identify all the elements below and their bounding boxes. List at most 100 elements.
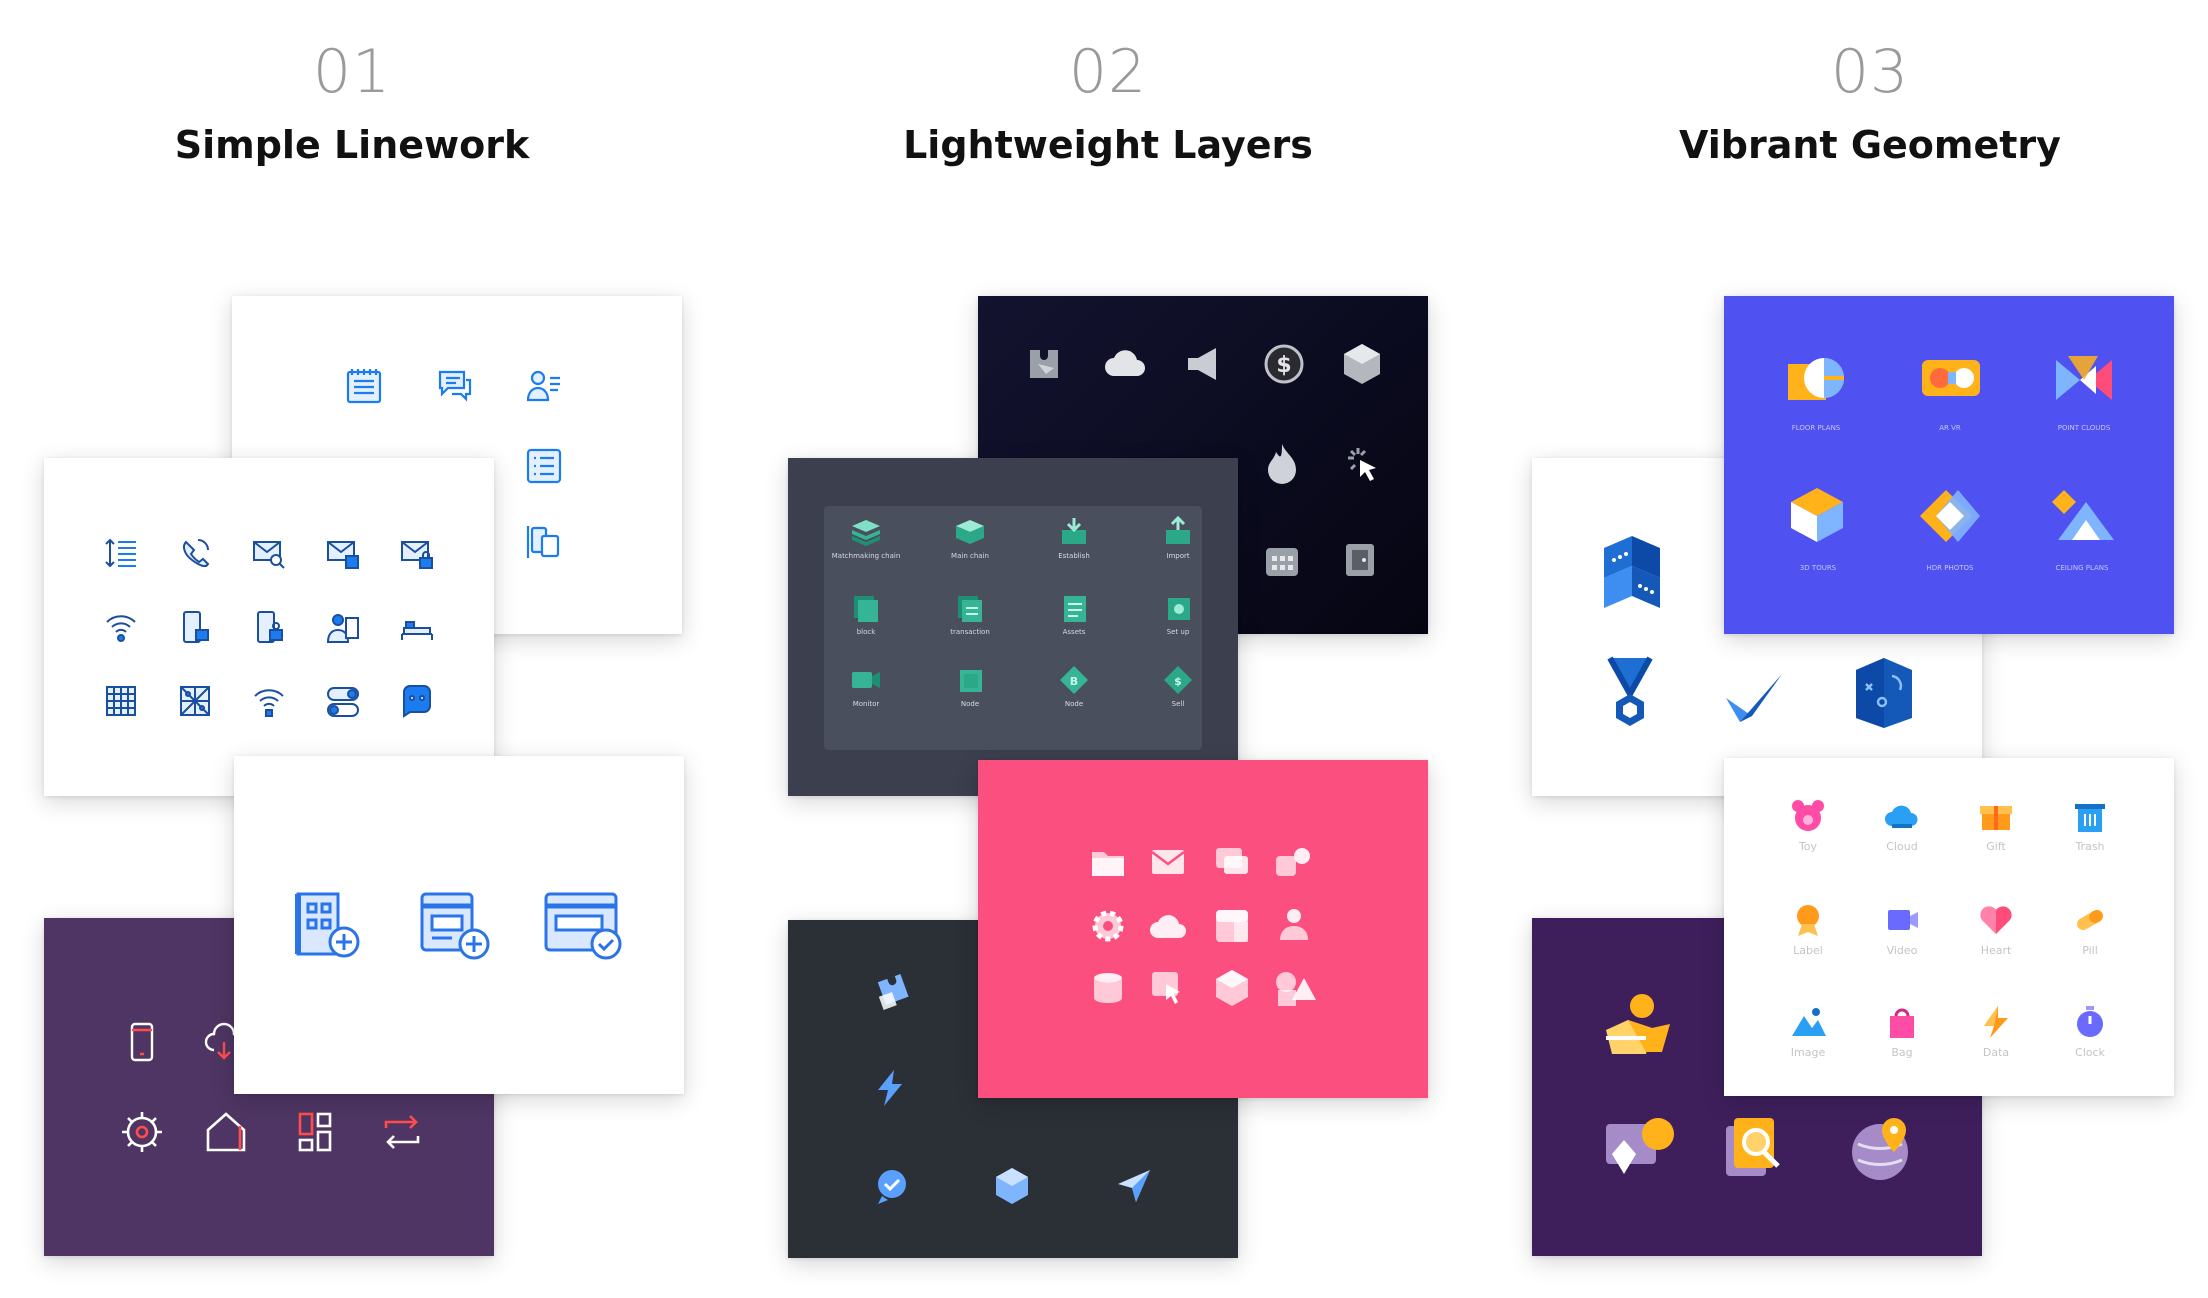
mail-icon bbox=[1150, 846, 1186, 878]
shapes-icon bbox=[1274, 844, 1314, 884]
column-number: 02 bbox=[1068, 37, 1148, 107]
hdr-photos-icon bbox=[1918, 484, 1982, 546]
photo-gem-icon bbox=[1602, 1114, 1678, 1184]
geometry-label: 3D TOURS bbox=[1799, 564, 1837, 572]
clock-icon bbox=[2072, 1004, 2108, 1040]
geometry-label: Bag bbox=[1891, 1046, 1913, 1059]
transaction-icon bbox=[954, 592, 986, 624]
layers-icon bbox=[850, 516, 882, 548]
phone-call-icon bbox=[178, 536, 212, 570]
block-icon bbox=[850, 592, 882, 624]
database-icon bbox=[1090, 970, 1126, 1006]
browser-check-icon bbox=[542, 890, 626, 962]
user-icon bbox=[1276, 906, 1312, 942]
mail-lock-icon bbox=[400, 536, 434, 570]
document-search-icon bbox=[1722, 1114, 1794, 1184]
point-clouds-icon bbox=[2052, 352, 2116, 408]
layers-label: Assets bbox=[1062, 628, 1086, 636]
label-icon bbox=[1790, 902, 1826, 938]
gear-icon bbox=[1090, 908, 1126, 944]
assets-icon bbox=[1058, 592, 1090, 624]
pill-icon bbox=[2072, 902, 2108, 938]
geometry-label: Image bbox=[1790, 1046, 1826, 1059]
home-icon bbox=[204, 1110, 248, 1154]
geometry-label: Cloud bbox=[1886, 840, 1918, 853]
phone-key-icon bbox=[252, 610, 286, 644]
layers-label: transaction bbox=[950, 628, 990, 636]
puzzle-icon bbox=[1024, 344, 1064, 384]
geometry-label: AR VR bbox=[1939, 424, 1961, 432]
line-height-icon bbox=[104, 536, 138, 570]
column-number: 01 bbox=[312, 37, 392, 107]
video-icon bbox=[1884, 902, 1920, 938]
repeat-icon bbox=[380, 1110, 424, 1154]
megaphone-icon bbox=[1184, 344, 1224, 384]
box-icon bbox=[1214, 968, 1250, 1008]
toy-icon bbox=[1790, 798, 1826, 834]
layers-label: Monitor bbox=[852, 700, 880, 708]
geometry-label: Video bbox=[1886, 944, 1918, 957]
cube-icon bbox=[1342, 342, 1382, 386]
user-list-icon bbox=[524, 366, 564, 406]
playbook-icon bbox=[1852, 654, 1916, 730]
node-icon bbox=[954, 664, 986, 696]
wifi-icon bbox=[104, 610, 138, 644]
geometry-label: Toy bbox=[1798, 840, 1818, 853]
shapes-triangle-icon bbox=[1274, 968, 1318, 1008]
svg-text:B: B bbox=[1070, 675, 1078, 688]
geometry-label: Heart bbox=[1980, 944, 2012, 957]
data-icon bbox=[1978, 1004, 2014, 1040]
sell-icon: $ bbox=[1162, 664, 1194, 696]
3d-tours-icon bbox=[1786, 484, 1848, 546]
layers-card-pink bbox=[978, 760, 1428, 1098]
gear-icon bbox=[120, 1110, 164, 1154]
loading-cursor-icon bbox=[1342, 444, 1382, 484]
geometry-card-indigo: FLOOR PLANS AR VR POINT CLOUDS 3D TOURS … bbox=[1724, 296, 2174, 634]
document-add-icon bbox=[418, 890, 494, 962]
stack-icon bbox=[954, 516, 986, 548]
layout-icon bbox=[1214, 908, 1250, 944]
cloud-icon bbox=[1104, 344, 1148, 384]
pattern-icon bbox=[178, 684, 212, 718]
settings-box-icon bbox=[1162, 592, 1194, 624]
list-icon bbox=[524, 446, 564, 486]
geometry-label: Label bbox=[1793, 944, 1823, 957]
geometry-label: Trash bbox=[2075, 840, 2105, 853]
geometry-label: Data bbox=[1982, 1046, 2010, 1059]
sun-landscape-icon bbox=[1602, 990, 1674, 1062]
geometry-label: Pill bbox=[2082, 944, 2098, 957]
image-icon bbox=[1790, 1004, 1826, 1040]
layers-label: Node bbox=[1064, 700, 1084, 708]
node-b-icon: B bbox=[1058, 664, 1090, 696]
column-3-header: 03 Vibrant Geometry bbox=[1550, 30, 2190, 174]
video-icon bbox=[850, 664, 882, 696]
column-title: Lightweight Layers bbox=[903, 123, 1313, 167]
layers-label: Establish bbox=[1058, 552, 1090, 560]
column-2-header: 02 Lightweight Layers bbox=[788, 30, 1428, 174]
mail-save-icon bbox=[326, 536, 360, 570]
svg-text:$: $ bbox=[1174, 675, 1182, 688]
chat-face-icon bbox=[400, 684, 434, 718]
building-add-icon bbox=[292, 890, 364, 962]
safe-icon bbox=[1342, 540, 1378, 580]
cursor-click-icon bbox=[1150, 970, 1186, 1010]
layers-inner-panel bbox=[824, 506, 1202, 750]
globe-pin-icon bbox=[1848, 1114, 1918, 1184]
puzzle-piece-icon bbox=[872, 972, 912, 1012]
column-number: 03 bbox=[1830, 37, 1910, 107]
geometry-label: FLOOR PLANS bbox=[1791, 424, 1841, 432]
chat-bubbles-icon bbox=[434, 366, 474, 406]
linework-card-middle bbox=[44, 458, 494, 796]
dollar-icon: $ bbox=[1262, 342, 1306, 386]
phone-lock-icon bbox=[178, 610, 212, 644]
toggle-icon bbox=[326, 684, 360, 718]
linework-card-front bbox=[234, 756, 684, 1094]
geometry-label: HDR PHOTOS bbox=[1926, 564, 1974, 572]
geometry-label: Gift bbox=[1986, 840, 2006, 853]
hexagon-icon bbox=[994, 1166, 1030, 1206]
chat-check-icon bbox=[872, 1166, 912, 1206]
user-files-icon bbox=[326, 610, 360, 644]
trash-icon bbox=[2072, 798, 2108, 834]
hotel-bed-icon bbox=[400, 610, 434, 644]
